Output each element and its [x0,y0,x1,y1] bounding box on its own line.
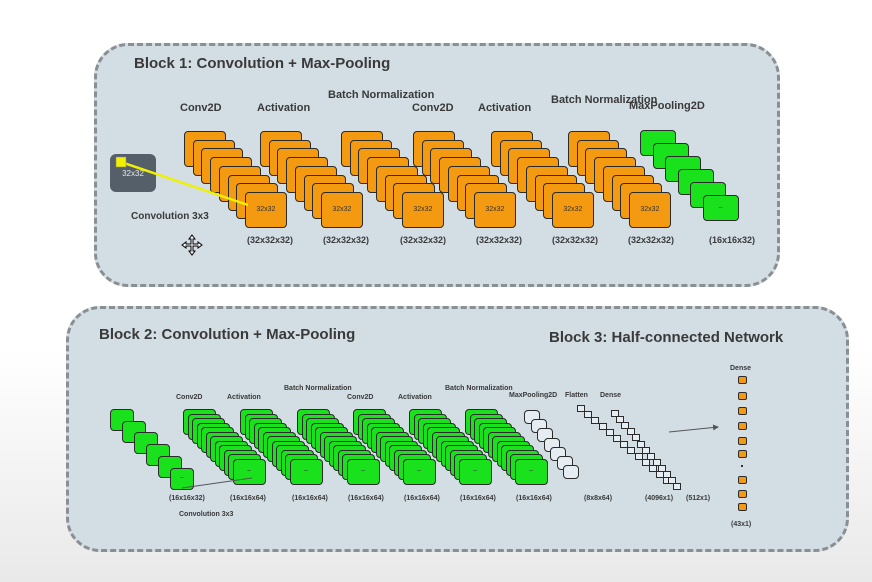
block2-stage-dim: (16x16x64) [348,495,384,502]
dense-out-dim: (43x1) [731,521,752,528]
block1-stage-label: Batch Normalization [551,94,658,106]
dense1-label: Dense [600,392,622,399]
flatten-dim: (8x8x64) [584,495,613,502]
dense-out-node [738,503,747,511]
block1-stage-label: MaxPooling2D [629,100,705,112]
dense1-node [631,434,640,442]
block1-stage3-card: 32x32 [401,191,444,228]
flatten-node [591,417,600,424]
dense-out-label: Dense [730,365,752,372]
dense2-dim: (512x1) [686,495,711,502]
block2-stage-dim: (16x16x64) [230,495,266,502]
block1-stage-dim: (32x32x32) [247,235,294,245]
dense-out-node [738,476,747,484]
dense1-node [647,452,656,460]
block1-stage-label: Activation [478,102,532,114]
dense1-node [642,446,651,454]
dense-out-node [738,422,747,430]
block2-stage2-card: ~ [289,458,323,485]
block1-title: Block 1: Convolution + Max-Pooling [134,55,391,72]
block1-stage2-card: 32x32 [320,191,363,228]
block1-stage-dim: (32x32x32) [476,235,523,245]
block2-stage3-card: ~ [346,458,380,485]
move-cursor-icon [181,234,203,256]
dense1-node [668,477,677,485]
block2-input-card: ~ [170,467,194,490]
dense1-node [657,464,666,472]
block2-stage-label: Batch Normalization [284,385,352,392]
flatten-node [584,411,593,418]
flatten-label: Flatten [565,392,588,399]
dense1-node [621,422,630,430]
dense1-node [673,483,682,491]
dense1-node [663,471,671,478]
flatten-node [613,435,621,442]
flatten-node [605,429,614,436]
flatten-node [634,453,643,460]
dense-out-ellipsis-dot [741,465,743,467]
block1-stage-label: Activation [257,102,311,114]
block2-stage-label: Batch Normalization [445,385,513,392]
block3-title: Block 3: Half-connected Network [549,329,784,346]
block1-stage6-card: 32x32 [628,191,671,228]
dense1-node [652,458,661,466]
block2-stage-dim: (16x16x64) [516,495,552,502]
dense1-node [616,416,625,424]
block2-stage-dim: (16x16x64) [404,495,440,502]
dense-out-node [738,450,747,458]
dense1-dim: (4096x1) [645,495,674,502]
block2-maxpool-card [563,465,579,480]
block2-stage-label: MaxPooling2D [509,392,558,399]
block1-stage-label: Conv2D [412,102,454,114]
block2-stage-label: Activation [398,394,432,401]
block2-conv-arrow [181,477,253,489]
block1-stage1-card: 32x32 [244,191,287,228]
flatten-node [598,423,607,430]
flatten-node [577,405,585,412]
block1-stage-dim: (16x16x32) [709,235,756,245]
flatten-node [641,459,650,466]
block1-stage-label: Conv2D [180,102,222,114]
block2-stage4-card: ~ [402,458,436,485]
block1-maxpool-card: ~ [702,195,739,221]
block1-stage4-card: 32x32 [473,191,516,228]
block1-stage5-card: 32x32 [551,191,594,228]
dense-out-node [738,407,747,415]
dense-out-node [738,490,747,498]
block2-stage-dim: (16x16x64) [460,495,496,502]
block2-input-dim: (16x16x32) [169,495,205,502]
block2-conv-label: Convolution 3x3 [179,511,234,518]
dense-arrow [668,424,719,433]
dense-out-node [738,376,747,384]
block2-stage-label: Conv2D [347,394,374,401]
dense1-node [626,428,635,436]
block2-stage-dim: (16x16x64) [292,495,328,502]
block1-stage-dim: (32x32x32) [628,235,675,245]
block1-stage-dim: (32x32x32) [552,235,599,245]
block1-stage-label: Batch Normalization [328,89,435,101]
block1-conv-label: Convolution 3x3 [131,211,209,222]
dense1-node [611,410,619,417]
flatten-node [620,441,629,448]
dense1-node [637,440,645,448]
flatten-node [627,447,636,454]
block2-stage-label: Conv2D [176,394,203,401]
block2-title: Block 2: Convolution + Max-Pooling [99,326,356,343]
dense-out-node [738,392,747,400]
block1-conv-arrow [120,160,249,207]
block2-stage6-card: ~ [514,458,548,485]
block2-stage5-card: ~ [458,458,492,485]
block1-kernel-marker [115,156,127,168]
block2-stage-label: Activation [227,394,261,401]
dense-out-node [738,437,747,445]
block1-stage-dim: (32x32x32) [323,235,370,245]
block1-stage-dim: (32x32x32) [400,235,447,245]
